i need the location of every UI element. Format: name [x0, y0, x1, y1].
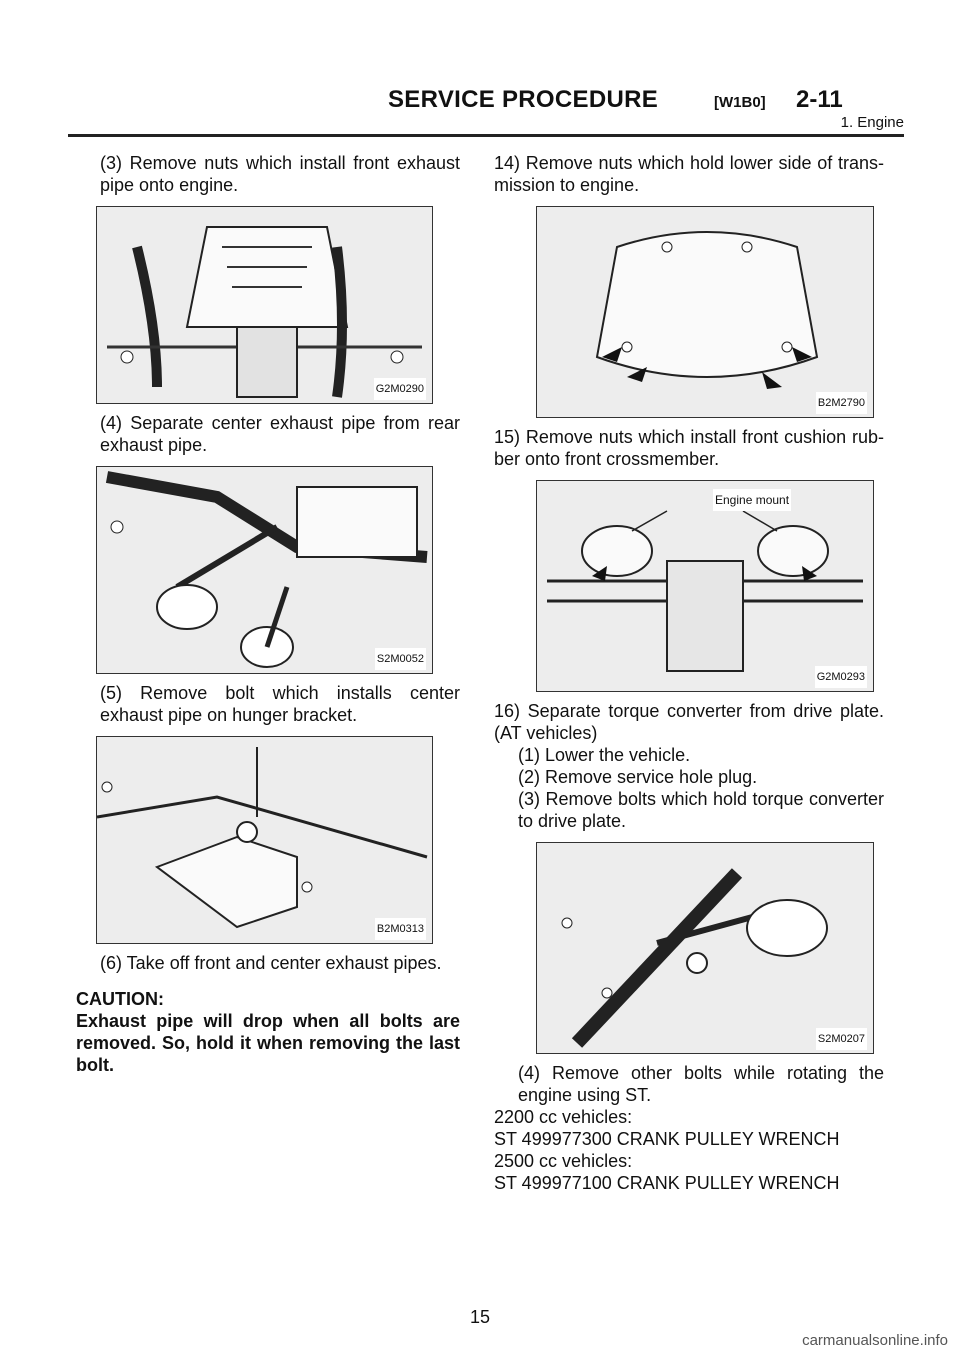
- figure-caption: S2M0207: [815, 1028, 867, 1050]
- figure-center-exhaust-pipe: S2M0052: [96, 466, 433, 674]
- engine-mount-illustration: [537, 481, 873, 691]
- watermark: carmanualsonline.info: [802, 1332, 948, 1349]
- special-tool-2500: ST 499977100 CRANK PULLEY WRENCH: [494, 1173, 840, 1193]
- figure-transmission-nuts: B2M2790: [536, 206, 874, 418]
- caution-label: CAUTION:: [76, 989, 164, 1009]
- section-code: [W1B0]: [714, 94, 766, 111]
- substep-3: (3) Remove bolts which hold torque conve…: [518, 789, 884, 831]
- page-number: 15: [469, 1307, 491, 1327]
- right-column: 14) Remove nuts which hold lower side of…: [494, 152, 884, 1194]
- step-4-text: (4) Separate center exhaust pipe from re…: [100, 413, 460, 455]
- figure-hunger-bracket: B2M0313: [96, 736, 433, 944]
- engine-underside-illustration: [97, 207, 432, 403]
- step-3-text: (3) Remove nuts which install front exha…: [100, 153, 460, 195]
- drive-plate-wrench-illustration: [537, 843, 873, 1053]
- substep-2: (2) Remove service hole plug.: [518, 767, 758, 787]
- caution-text: Exhaust pipe will drop when all bolts ar…: [76, 1011, 460, 1075]
- section-name: 1. Engine: [840, 114, 904, 131]
- substep-4: (4) Remove other bolts while rotating th…: [518, 1063, 884, 1105]
- page-title: SERVICE PROCEDURE: [388, 86, 659, 113]
- figure-torque-converter: S2M0207: [536, 842, 874, 1054]
- vehicle-2200-label: 2200 cc vehicles:: [494, 1107, 633, 1127]
- engine-mount-label: Engine mount: [713, 489, 792, 511]
- page-header: SERVICE PROCEDURE [W1B0] 2-11 1. Engine: [68, 86, 904, 137]
- step-6-text: (6) Take off front and center exhaust pi…: [100, 953, 442, 973]
- figure-cushion-rubber: Engine mount G2M0293: [536, 480, 874, 692]
- figure-caption: B2M0313: [374, 918, 426, 940]
- step-16-text: 16) Separate torque converter from drive…: [494, 701, 884, 743]
- step-14-text: 14) Remove nuts which hold lower side of…: [494, 153, 884, 195]
- header-rule: [68, 134, 904, 137]
- figure-front-exhaust-pipe: G2M0290: [96, 206, 433, 404]
- wrench-on-pipe-illustration: [97, 467, 432, 673]
- step-5-text: (5) Remove bolt which installs center ex…: [100, 683, 460, 725]
- page-code: 2-11: [796, 86, 843, 113]
- figure-caption: S2M0052: [374, 648, 426, 670]
- left-column: (3) Remove nuts which install front exha…: [76, 152, 460, 1076]
- bracket-bolt-illustration: [97, 737, 432, 943]
- special-tool-2200: ST 499977300 CRANK PULLEY WRENCH: [494, 1129, 840, 1149]
- bell-housing-illustration: [537, 207, 873, 417]
- figure-caption: G2M0290: [373, 378, 426, 400]
- substep-1: (1) Lower the vehicle.: [518, 745, 691, 765]
- figure-caption: G2M0293: [814, 666, 867, 688]
- vehicle-2500-label: 2500 cc vehicles:: [494, 1151, 633, 1171]
- figure-caption: B2M2790: [815, 392, 867, 414]
- step-15-text: 15) Remove nuts which install front cush…: [494, 427, 884, 469]
